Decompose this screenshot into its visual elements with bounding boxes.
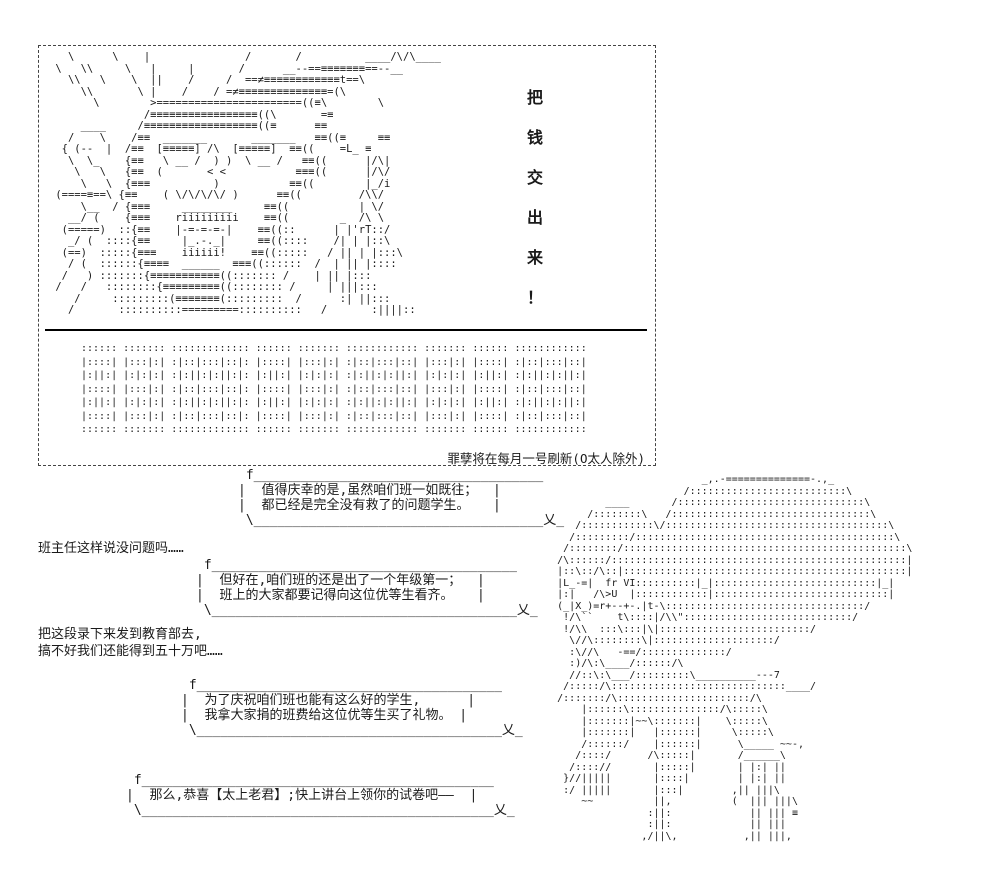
refresh-note: 罪孽将在每月一号刷新(O太人除外) — [447, 451, 645, 466]
speech-bubble-4: f_______________________________________… — [126, 773, 515, 818]
speech-bubble-1: f_____________________________________ |… — [238, 468, 565, 528]
speech-bubble-3: f_______________________________________… — [181, 678, 523, 738]
student-ascii-art: _,.-==============-.,_ /::::::::::::::::… — [557, 474, 913, 842]
delinquent-ascii-art: \ \ | / / ____/\/\____ \ \\ \ | | / __--… — [55, 51, 441, 316]
demand-char-6: ！ — [526, 288, 543, 307]
narration-2: 把这段录下来发到教育部去, 搞不好我们还能得到五十万吧…… — [38, 627, 223, 659]
panel-frame: \ \ | / / ____/\/\____ \ \\ \ | | / __--… — [38, 45, 656, 466]
demand-char-5: 来 — [526, 248, 543, 267]
panel-divider — [45, 329, 647, 331]
demand-char-4: 出 — [526, 208, 543, 227]
demand-char-1: 把 — [526, 88, 543, 107]
vertical-demand-text: 把 钱 交 出 来 ！ — [525, 84, 545, 308]
demand-char-2: 钱 — [526, 128, 543, 147]
speech-bubble-2: f_______________________________________… — [196, 558, 538, 618]
demand-char-3: 交 — [526, 168, 543, 187]
banner-ascii-art: :::::: ::::::: ::::::::::::: :::::: ::::… — [81, 343, 587, 435]
narration-1: 班主任这样说没问题吗…… — [38, 541, 184, 556]
